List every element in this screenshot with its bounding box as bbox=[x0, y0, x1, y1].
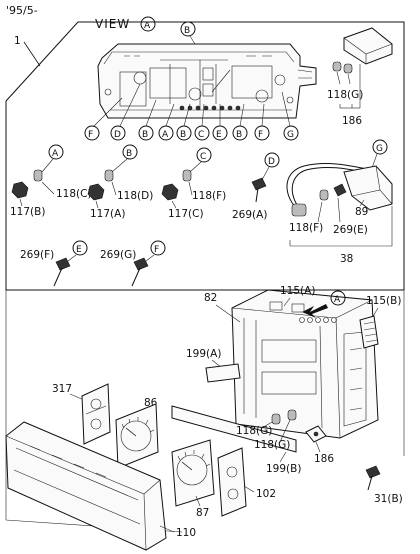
label-115a: 115(A) bbox=[280, 285, 315, 297]
harness-group-g: G 89 118(F) 269(E) 38 bbox=[286, 139, 393, 265]
label-118c: 118(C) bbox=[56, 188, 92, 200]
svg-text:B: B bbox=[236, 130, 242, 140]
label-89: 89 bbox=[355, 206, 368, 218]
svg-text:F: F bbox=[88, 130, 93, 140]
label-117c: 117(C) bbox=[168, 208, 204, 220]
svg-text:B: B bbox=[142, 130, 148, 140]
svg-text:D: D bbox=[114, 130, 121, 140]
svg-text:A: A bbox=[334, 295, 341, 305]
upper-frame: 1 bbox=[5, 21, 405, 291]
bulb-group-b: B 118(D) 117(A) bbox=[87, 144, 153, 220]
view-label: VIEW A bbox=[95, 16, 156, 32]
label-186-lower: 186 bbox=[314, 453, 334, 465]
label-118g-top: 118(G) bbox=[327, 89, 363, 101]
meter-housing: 82 115(A) bbox=[204, 285, 379, 439]
svg-text:E: E bbox=[216, 130, 222, 140]
gauge-317: 317 bbox=[52, 383, 111, 445]
plate-199a: 199(A) bbox=[186, 348, 241, 383]
gauge-86: 86 bbox=[115, 397, 159, 469]
year-code: '95/5- bbox=[6, 4, 38, 17]
gauge-87: 87 bbox=[171, 439, 215, 519]
label-199a: 199(A) bbox=[186, 348, 221, 360]
svg-text:B: B bbox=[126, 149, 132, 159]
label-82: 82 bbox=[204, 292, 217, 304]
screw-group-d: D 269(A) bbox=[232, 152, 280, 221]
label-186-top: 186 bbox=[342, 115, 362, 127]
label-118g-2: 118(G) bbox=[254, 439, 290, 451]
label-118g-1: 118(G) bbox=[236, 425, 272, 437]
svg-text:F: F bbox=[154, 245, 159, 255]
svg-text:C: C bbox=[198, 130, 204, 140]
label-87: 87 bbox=[196, 507, 209, 519]
bulb-group-c: C 118(F) 117(C) bbox=[161, 147, 226, 220]
svg-text:A: A bbox=[52, 149, 59, 159]
bulb-group-a: A 118(C) 117(B) bbox=[10, 144, 92, 218]
screw-31b: 31(B) bbox=[365, 465, 403, 505]
view-arrow: A bbox=[302, 290, 346, 318]
label-118f: 118(F) bbox=[192, 190, 226, 202]
gauge-102: 102 bbox=[217, 447, 276, 517]
screw-269g: 269(G) F bbox=[100, 240, 166, 287]
board-callouts: F D B A B C E B F G bbox=[84, 125, 299, 141]
label-199b: 199(B) bbox=[266, 463, 301, 475]
label-115b: 115(B) bbox=[366, 295, 401, 307]
svg-text:F: F bbox=[258, 130, 263, 140]
circuit-board bbox=[97, 43, 317, 119]
view-letter: A bbox=[144, 21, 151, 31]
label-117b: 117(B) bbox=[10, 206, 45, 218]
label-118d: 118(D) bbox=[117, 190, 153, 202]
screw-269f: 269(F) E bbox=[20, 240, 88, 287]
label-269e: 269(E) bbox=[333, 224, 368, 236]
module-186: 118(G) 186 bbox=[327, 27, 393, 127]
lens-110: 110 bbox=[5, 421, 196, 551]
label-269g: 269(G) bbox=[100, 249, 136, 261]
label-38: 38 bbox=[340, 253, 353, 265]
view-text: VIEW bbox=[95, 17, 130, 31]
bulbs-118g: 118(G) 118(G) bbox=[236, 409, 297, 451]
clip-186: 186 bbox=[305, 425, 334, 465]
label-117a: 117(A) bbox=[90, 208, 125, 220]
svg-text:E: E bbox=[76, 245, 82, 255]
plate-199b: 199(B) bbox=[171, 405, 301, 475]
board-leaders bbox=[93, 83, 291, 127]
svg-text:B: B bbox=[180, 130, 186, 140]
label-part-1: 1 bbox=[14, 35, 21, 47]
svg-text:G: G bbox=[287, 130, 294, 140]
label-269f: 269(F) bbox=[20, 249, 54, 261]
svg-text:A: A bbox=[162, 130, 169, 140]
svg-text:B: B bbox=[184, 26, 190, 36]
label-102: 102 bbox=[256, 488, 276, 500]
strip-115b: 115(B) bbox=[359, 295, 401, 349]
svg-text:D: D bbox=[268, 157, 275, 167]
svg-text:G: G bbox=[376, 144, 383, 154]
label-317: 317 bbox=[52, 383, 72, 395]
label-31b: 31(B) bbox=[374, 493, 403, 505]
label-110: 110 bbox=[176, 527, 196, 539]
label-118f-harness: 118(F) bbox=[289, 222, 323, 234]
svg-text:C: C bbox=[200, 152, 206, 162]
label-269a: 269(A) bbox=[232, 209, 267, 221]
